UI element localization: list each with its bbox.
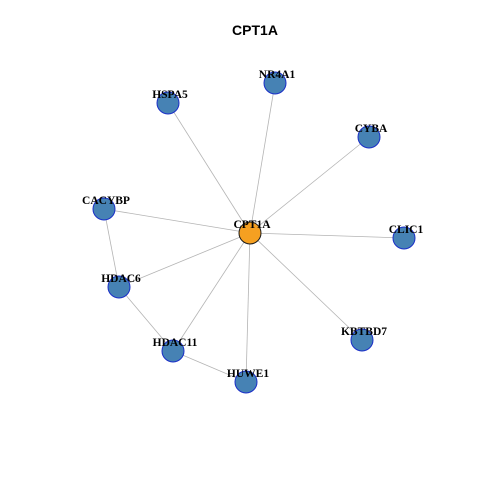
node-label-cpt1a: CPT1A (233, 219, 271, 231)
node-clic1 (392, 226, 416, 250)
diagram-title: CPT1A (232, 22, 278, 38)
edge-hdac11-huwe1 (172, 350, 247, 383)
edge-cpt1a-kbtbd7 (249, 232, 363, 341)
node-cacybp (92, 197, 116, 221)
node-label-hdac6: HDAC6 (101, 273, 141, 285)
node-label-cyba: CYBA (355, 123, 388, 135)
edge-cpt1a-nr4a1 (249, 82, 276, 234)
edge-cpt1a-cacybp (103, 208, 251, 234)
edge-cpt1a-cyba (249, 136, 370, 234)
node-hspa5 (156, 91, 180, 115)
node-hdac11 (161, 339, 185, 363)
edge-cpt1a-hdac6 (118, 232, 251, 288)
node-hdac6 (107, 275, 131, 299)
node-label-cacybp: CACYBP (82, 195, 130, 207)
edge-hdac6-hdac11 (118, 286, 174, 352)
node-nr4a1 (263, 71, 287, 95)
node-label-hdac11: HDAC11 (153, 337, 198, 349)
nodes-layer (92, 71, 416, 394)
node-label-kbtbd7: KBTBD7 (341, 326, 387, 338)
node-cpt1a (238, 221, 262, 245)
node-label-hspa5: HSPA5 (152, 89, 188, 101)
edge-cpt1a-clic1 (249, 232, 405, 239)
edge-cacybp-hdac6 (103, 208, 120, 288)
edges-layer (103, 82, 405, 383)
edge-cpt1a-hdac11 (172, 232, 251, 352)
node-label-clic1: CLIC1 (389, 224, 424, 236)
node-kbtbd7 (350, 328, 374, 352)
node-label-huwe1: HUWE1 (227, 368, 269, 380)
node-label-nr4a1: NR4A1 (259, 69, 296, 81)
edge-cpt1a-hspa5 (167, 102, 251, 234)
node-cyba (357, 125, 381, 149)
edge-cpt1a-huwe1 (245, 232, 251, 383)
node-huwe1 (234, 370, 258, 394)
